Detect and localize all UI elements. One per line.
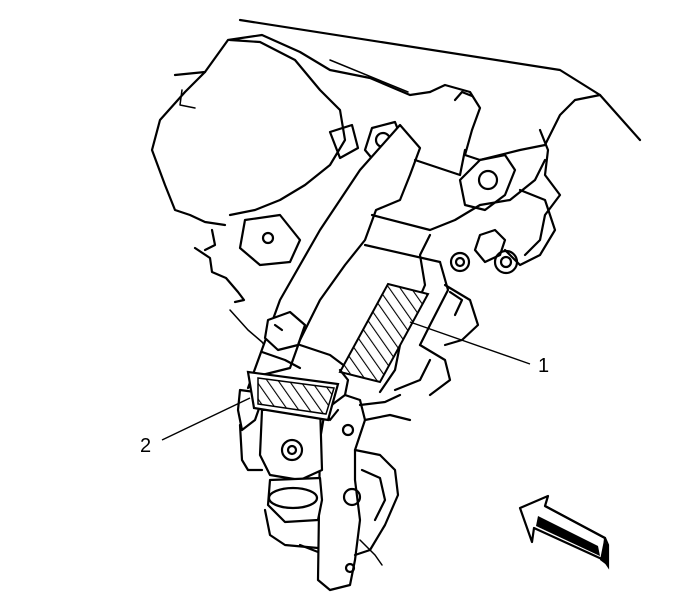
view-direction-arrow-icon	[518, 494, 610, 570]
transmission-casting	[418, 83, 602, 397]
callout-label-1: 1	[538, 355, 550, 377]
callout-label-2: 2	[140, 435, 152, 457]
label-area-1	[338, 282, 430, 384]
label-area-2-hatch	[257, 377, 335, 415]
mount-bracket	[246, 123, 547, 394]
leader-line-2	[161, 397, 251, 441]
lower-mount-assembly	[236, 388, 324, 554]
leader-line-1	[409, 321, 531, 365]
